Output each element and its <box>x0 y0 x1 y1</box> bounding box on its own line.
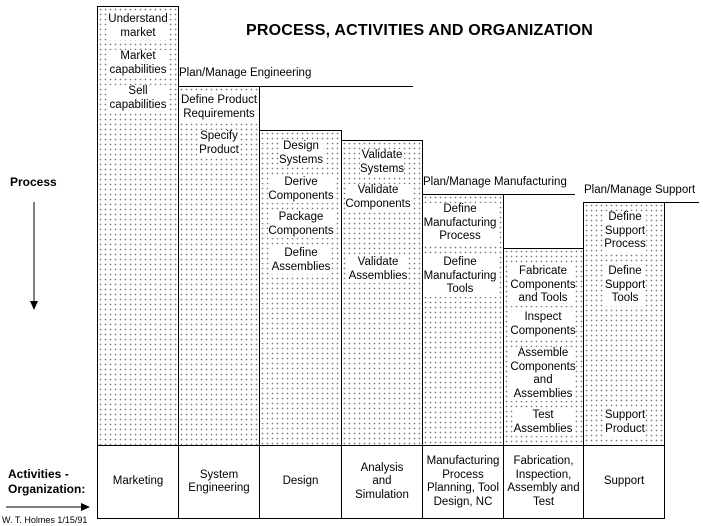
phase-engineering-line <box>179 86 413 87</box>
support-column <box>583 202 665 446</box>
org-design: Design <box>260 446 342 518</box>
organization-right-arrow-icon <box>6 503 90 511</box>
phase-support-line <box>584 202 699 203</box>
activities-label: Activities - <box>8 467 69 481</box>
phase-support: Plan/Manage Support <box>584 184 696 196</box>
page-title: PROCESS, ACTIVITIES AND ORGANIZATION <box>246 22 594 39</box>
process-label: Process <box>10 175 57 189</box>
phase-engineering: Plan/Manage Engineering <box>179 67 312 79</box>
author-credit: W. T. Holmes 1/15/91 <box>2 515 88 525</box>
org-marketing: Marketing <box>98 446 179 518</box>
org-support: Support <box>603 475 645 488</box>
phase-manufacturing-line <box>423 194 575 195</box>
process-down-arrow-icon <box>30 202 38 310</box>
marketing-column <box>97 6 179 446</box>
organization-label: Organization: <box>8 482 86 496</box>
phase-manufacturing: Plan/Manage Manufacturing <box>423 176 567 188</box>
